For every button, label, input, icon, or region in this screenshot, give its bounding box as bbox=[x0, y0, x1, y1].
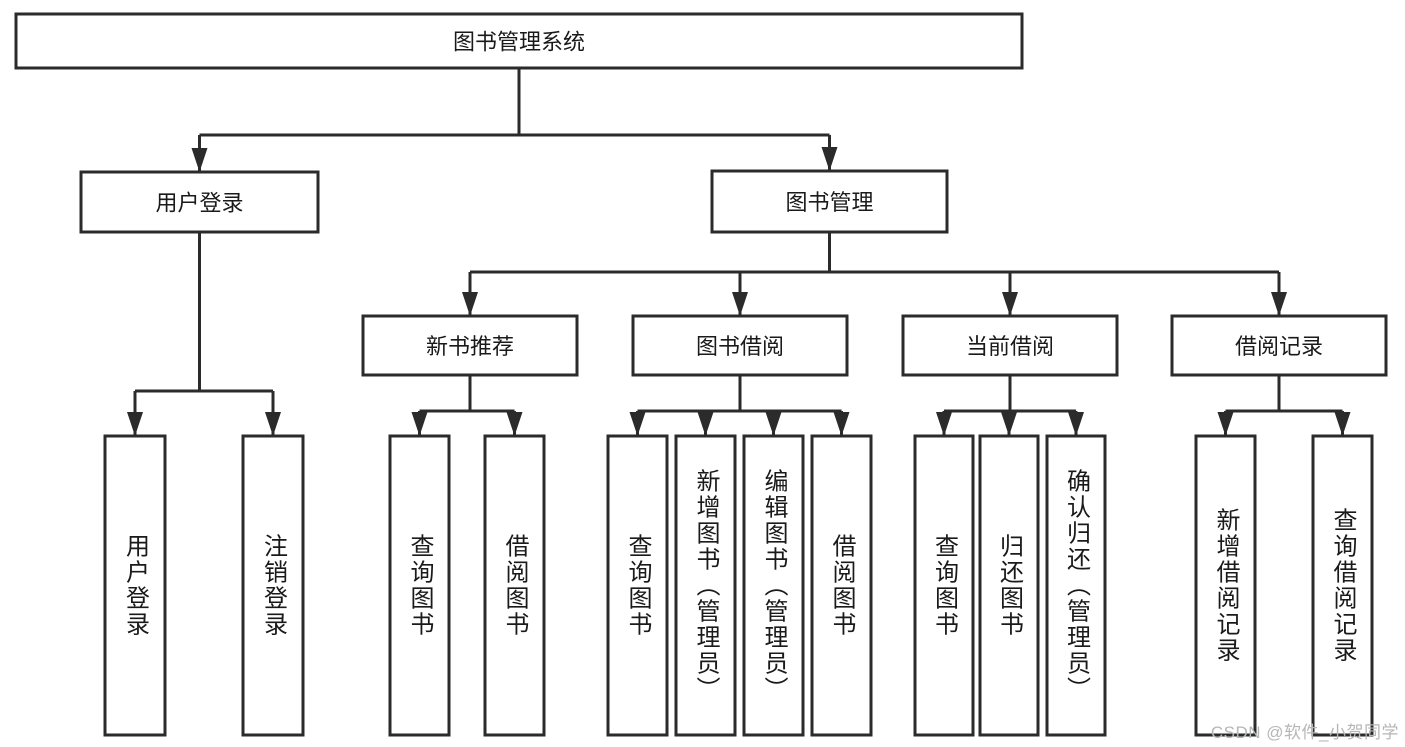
arrow-head-icon bbox=[732, 292, 748, 316]
leaf-node-label: 借阅图书 bbox=[501, 534, 529, 638]
leaf-node-box[interactable] bbox=[241, 434, 305, 737]
leaf-node[interactable]: 查询图书 bbox=[606, 434, 669, 737]
leaf-node-box[interactable] bbox=[103, 434, 167, 737]
level3-node-box[interactable] bbox=[361, 314, 579, 377]
level2-node-box[interactable] bbox=[710, 169, 949, 234]
leaf-node[interactable]: 编辑图书（管理员） bbox=[742, 434, 805, 737]
leaf-node[interactable]: 查询借阅记录 bbox=[1311, 434, 1374, 737]
root-node[interactable]: 图书管理系统 bbox=[14, 12, 1024, 70]
level3-node-box[interactable] bbox=[631, 314, 849, 377]
leaf-node[interactable]: 注销登录 bbox=[241, 434, 305, 737]
level3-node-box[interactable] bbox=[1170, 314, 1388, 377]
level3-node[interactable]: 当前借阅 bbox=[901, 314, 1119, 377]
leaf-node-box[interactable] bbox=[606, 434, 669, 737]
leaf-node-box[interactable] bbox=[810, 434, 873, 737]
leaf-node-box[interactable] bbox=[483, 434, 546, 737]
leaf-node-label: 确认归还（管理员） bbox=[1063, 469, 1091, 703]
level3-node[interactable]: 借阅记录 bbox=[1170, 314, 1388, 377]
arrow-head-icon bbox=[936, 412, 952, 436]
leaf-node-label: 借阅图书 bbox=[828, 534, 856, 638]
leaf-node-label: 编辑图书（管理员） bbox=[760, 469, 788, 703]
level3-node[interactable]: 新书推荐 bbox=[361, 314, 579, 377]
level2-node-label: 图书管理 bbox=[785, 190, 873, 215]
leaf-node-box[interactable] bbox=[674, 434, 737, 737]
leaf-node[interactable]: 借阅图书 bbox=[483, 434, 546, 737]
arrow-head-icon bbox=[1002, 292, 1018, 316]
leaf-node[interactable]: 查询图书 bbox=[913, 434, 975, 737]
leaf-node-box[interactable] bbox=[1311, 434, 1374, 737]
arrow-head-icon bbox=[191, 148, 208, 172]
level3-node[interactable]: 图书借阅 bbox=[631, 314, 849, 377]
leaf-node-label: 新增图书（管理员） bbox=[692, 469, 720, 703]
level3-node-box[interactable] bbox=[901, 314, 1119, 377]
leaf-node-label: 查询借阅记录 bbox=[1329, 508, 1357, 664]
arrow-head-icon bbox=[629, 412, 646, 436]
leaf-node-box[interactable] bbox=[388, 434, 451, 737]
leaf-node[interactable]: 新增借阅记录 bbox=[1194, 434, 1257, 737]
arrow-head-icon bbox=[462, 292, 478, 316]
leaf-node-label: 用户登录 bbox=[122, 534, 150, 638]
arrow-head-icon bbox=[765, 412, 782, 436]
level3-node-label: 图书借阅 bbox=[696, 334, 784, 359]
root-node-label: 图书管理系统 bbox=[453, 30, 585, 55]
connectors-layer bbox=[127, 68, 1351, 436]
leaf-node-label: 归还图书 bbox=[996, 534, 1024, 638]
leaf-node[interactable]: 归还图书 bbox=[978, 434, 1040, 737]
leaf-node-label: 查询图书 bbox=[406, 534, 434, 638]
leaf-node-box[interactable] bbox=[978, 434, 1040, 737]
leaf-node-box[interactable] bbox=[742, 434, 805, 737]
level3-node-label: 当前借阅 bbox=[966, 334, 1054, 359]
leaf-node-box[interactable] bbox=[1194, 434, 1257, 737]
level3-node-label: 新书推荐 bbox=[426, 334, 514, 359]
arrow-head-icon bbox=[506, 412, 523, 436]
leaf-node-label: 注销登录 bbox=[260, 534, 288, 638]
leaf-node[interactable]: 用户登录 bbox=[103, 434, 167, 737]
arrow-head-icon bbox=[1001, 412, 1017, 436]
leaf-node[interactable]: 确认归还（管理员） bbox=[1045, 434, 1107, 737]
nodes-layer: 图书管理系统用户登录图书管理新书推荐图书借阅当前借阅借阅记录用户登录注销登录查询… bbox=[14, 12, 1388, 737]
arrow-head-icon bbox=[833, 412, 850, 436]
level2-node[interactable]: 图书管理 bbox=[710, 169, 949, 234]
arrow-head-icon bbox=[265, 412, 281, 436]
leaf-node-label: 查询图书 bbox=[624, 534, 652, 638]
arrow-head-icon bbox=[1217, 412, 1234, 436]
leaf-node-label: 新增借阅记录 bbox=[1212, 508, 1240, 664]
leaf-node[interactable]: 查询图书 bbox=[388, 434, 451, 737]
root-node-box[interactable] bbox=[14, 12, 1024, 70]
leaf-node[interactable]: 新增图书（管理员） bbox=[674, 434, 737, 737]
arrow-head-icon bbox=[1271, 292, 1287, 316]
arrow-head-icon bbox=[411, 412, 428, 436]
leaf-node-box[interactable] bbox=[913, 434, 975, 737]
arrow-head-icon bbox=[821, 147, 838, 171]
arrow-head-icon bbox=[127, 412, 143, 436]
arrow-head-icon bbox=[1068, 412, 1084, 436]
level2-node-label: 用户登录 bbox=[155, 191, 243, 216]
level2-node[interactable]: 用户登录 bbox=[79, 170, 320, 234]
arrow-head-icon bbox=[697, 412, 714, 436]
level2-node-box[interactable] bbox=[79, 170, 320, 234]
level3-node-label: 借阅记录 bbox=[1235, 334, 1323, 359]
leaf-node[interactable]: 借阅图书 bbox=[810, 434, 873, 737]
arrow-head-icon bbox=[1334, 412, 1351, 436]
leaf-node-label: 查询图书 bbox=[931, 534, 959, 638]
leaf-node-box[interactable] bbox=[1045, 434, 1107, 737]
